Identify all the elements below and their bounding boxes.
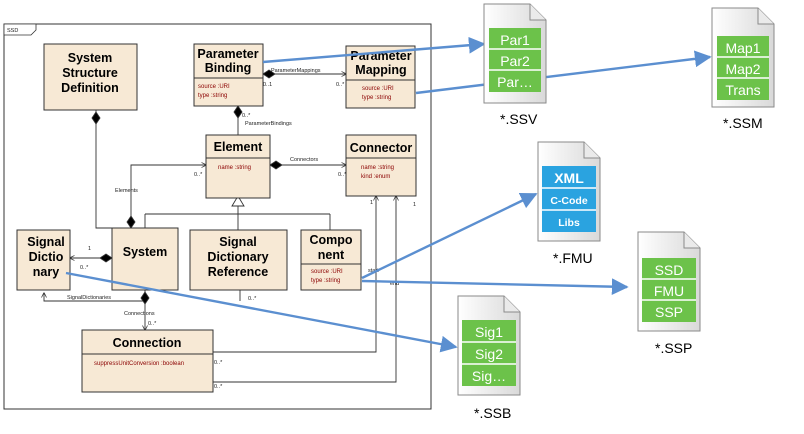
svg-text:ParameterMappings: ParameterMappings <box>271 68 321 74</box>
svg-text:System: System <box>68 51 112 65</box>
file-ssb-label: *.SSB <box>474 405 511 421</box>
svg-text:Connection: Connection <box>113 336 182 350</box>
class-connector: Connector name :string kind :enum <box>345 134 417 197</box>
svg-text:Element: Element <box>214 140 263 154</box>
class-signal-dictionary-reference: Signal Dictionary Reference <box>189 229 288 291</box>
svg-text:Parameter: Parameter <box>197 47 258 61</box>
file-fmu-label: *.FMU <box>553 250 593 266</box>
svg-text:Libs: Libs <box>558 217 580 229</box>
svg-text:SignalDictionaries: SignalDictionaries <box>67 295 111 301</box>
class-system: System <box>111 227 179 291</box>
svg-text:0..*: 0..* <box>148 321 157 327</box>
svg-text:start: start <box>368 268 379 274</box>
file-ssv: Par1 Par2 Par… *.SSV <box>483 3 547 127</box>
ssd-system-composition <box>95 110 112 229</box>
svg-text:Elements: Elements <box>115 188 138 194</box>
svg-text:Par2: Par2 <box>500 53 530 69</box>
file-fmu: XML C-Code Libs *.FMU <box>537 141 601 266</box>
class-system-structure-definition: System Structure Definition <box>43 43 138 111</box>
file-ssm-label: *.SSM <box>723 115 763 131</box>
svg-text:Connector: Connector <box>350 141 413 155</box>
svg-text:Dictionary: Dictionary <box>207 250 268 264</box>
svg-text:FMU: FMU <box>654 283 684 299</box>
svg-text:0..*: 0..* <box>214 360 223 366</box>
svg-text:Reference: Reference <box>208 265 268 279</box>
file-ssm: Map1 Map2 Trans *.SSM <box>711 7 775 131</box>
class-parameter-mapping: Parameter Mapping source :URI type :stri… <box>345 45 416 109</box>
svg-text:Signal: Signal <box>27 235 65 249</box>
svg-text:ParameterBindings: ParameterBindings <box>245 121 292 127</box>
svg-text:source :URI: source :URI <box>362 86 394 92</box>
class-parameter-binding: Parameter Binding source :URI type :stri… <box>193 43 264 107</box>
svg-text:SSP: SSP <box>655 304 683 320</box>
svg-text:Par…: Par… <box>497 74 533 90</box>
svg-text:end: end <box>390 281 399 287</box>
svg-text:Binding: Binding <box>205 61 252 75</box>
file-ssv-label: *.SSV <box>500 111 538 127</box>
svg-text:System: System <box>123 245 167 259</box>
file-ssp: SSD FMU SSP *.SSP <box>637 231 701 356</box>
svg-text:Structure: Structure <box>62 66 118 80</box>
arrow-to-ssp <box>361 278 629 296</box>
class-component: Compo nent source :URI type :string <box>300 229 362 291</box>
svg-text:suppressUnitConversion :boole: suppressUnitConversion :boolean <box>94 361 184 367</box>
edge-labels: ParameterMappings ParameterBindings Conn… <box>67 68 416 390</box>
svg-text:0..*: 0..* <box>248 296 257 302</box>
file-arrows <box>65 36 712 353</box>
svg-text:source :URI: source :URI <box>311 269 343 275</box>
svg-text:0..*: 0..* <box>338 172 347 178</box>
arrow-to-fmu <box>361 192 538 280</box>
arrow-to-ssv <box>262 36 486 64</box>
svg-text:Definition: Definition <box>61 81 119 95</box>
svg-text:1: 1 <box>88 246 91 252</box>
uml-relations <box>44 69 396 383</box>
elements-association <box>130 165 206 228</box>
svg-text:0..*: 0..* <box>242 113 251 119</box>
svg-text:kind :enum: kind :enum <box>361 174 390 180</box>
svg-text:1: 1 <box>370 200 373 206</box>
end-association <box>213 196 396 383</box>
svg-text:Mapping: Mapping <box>355 63 406 77</box>
svg-text:name :string: name :string <box>361 165 394 171</box>
svg-text:type :string: type :string <box>362 95 391 101</box>
svg-text:nent: nent <box>318 248 345 262</box>
svg-text:Map2: Map2 <box>725 61 760 77</box>
class-connection: Connection suppressUnitConversion :boole… <box>81 329 214 393</box>
svg-text:nary: nary <box>33 265 59 279</box>
arrow-to-ssb <box>65 271 458 353</box>
svg-text:Sig1: Sig1 <box>475 324 503 340</box>
svg-text:Compo: Compo <box>309 233 352 247</box>
file-ssp-label: *.SSP <box>655 340 692 356</box>
svg-text:XML: XML <box>554 170 584 186</box>
class-element: Element name :string <box>205 134 271 199</box>
frame-label: SSD <box>7 28 18 34</box>
svg-text:Connections: Connections <box>124 311 155 317</box>
file-ssb: Sig1 Sig2 Sig… *.SSB <box>457 295 521 421</box>
svg-text:SSD: SSD <box>655 262 684 278</box>
svg-text:Sig…: Sig… <box>472 368 506 384</box>
class-signal-dictionary: Signal Dictio nary <box>16 229 71 291</box>
svg-text:Sig2: Sig2 <box>475 346 503 362</box>
svg-text:Map1: Map1 <box>725 40 760 56</box>
svg-text:1: 1 <box>413 202 416 208</box>
svg-text:0..*: 0..* <box>80 265 89 271</box>
svg-text:0..*: 0..* <box>336 82 345 88</box>
svg-text:Signal: Signal <box>219 235 257 249</box>
arrow-to-ssm <box>415 50 712 95</box>
svg-text:Par1: Par1 <box>500 32 530 48</box>
start-association <box>213 196 376 353</box>
svg-text:Trans: Trans <box>725 82 760 98</box>
svg-text:Connectors: Connectors <box>290 157 318 163</box>
svg-text:name :string: name :string <box>218 165 251 171</box>
svg-text:0..*: 0..* <box>194 172 203 178</box>
svg-text:0..1: 0..1 <box>263 82 272 88</box>
svg-text:source :URI: source :URI <box>198 84 230 90</box>
svg-text:Dictio: Dictio <box>29 250 64 264</box>
svg-text:C-Code: C-Code <box>550 195 587 207</box>
svg-text:type :string: type :string <box>311 278 340 284</box>
svg-text:type :string: type :string <box>198 93 227 99</box>
svg-text:0..*: 0..* <box>214 384 223 390</box>
